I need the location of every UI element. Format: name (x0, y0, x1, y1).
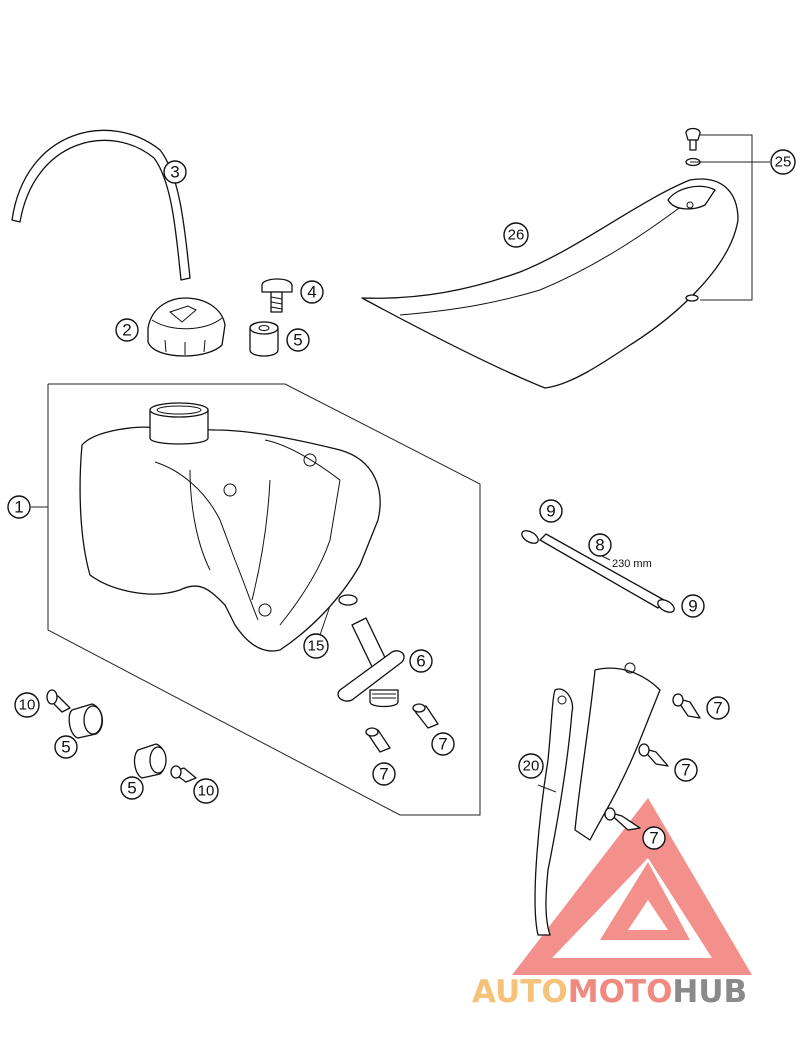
callout-1: 1 (7, 495, 31, 519)
mount-bolt-middle (170, 765, 197, 783)
svg-text:2: 2 (122, 321, 131, 340)
callout-10-left: 10 (14, 692, 40, 718)
spoiler-screw-c (604, 807, 641, 831)
svg-text:15: 15 (308, 638, 325, 655)
callout-10-middle: 10 (193, 778, 219, 804)
svg-text:1: 1 (14, 498, 23, 517)
svg-text:8: 8 (595, 536, 604, 555)
svg-text:7: 7 (649, 829, 658, 848)
callout-7-spoiler-a: 7 (706, 696, 730, 720)
svg-text:25: 25 (775, 154, 792, 171)
callout-9-bottom: 9 (681, 594, 705, 618)
callout-7-spoiler-b: 7 (674, 758, 698, 782)
svg-text:7: 7 (713, 699, 722, 718)
callout-2: 2 (115, 318, 139, 342)
svg-text:3: 3 (170, 163, 179, 182)
spoiler-screw-a (672, 693, 701, 719)
callout-9-top: 9 (539, 499, 563, 523)
fuel-tank (79, 402, 381, 652)
hose-clamp-top (521, 530, 539, 544)
seat (361, 178, 739, 389)
tank-screw-b (365, 727, 391, 753)
leader-lines (31, 134, 770, 793)
watermark-logo (512, 798, 752, 975)
o-ring (338, 594, 358, 606)
callout-6: 6 (409, 649, 433, 673)
callout-5-middle: 5 (120, 776, 144, 800)
svg-text:9: 9 (546, 502, 555, 521)
fuel-breather-hose (11, 129, 191, 281)
callout-26: 26 (503, 222, 529, 248)
spacer-bushing-middle (133, 743, 167, 779)
svg-text:7: 7 (681, 761, 690, 780)
fuel-tap (337, 617, 405, 708)
svg-text:4: 4 (307, 283, 316, 302)
hose-clamp-bottom (657, 599, 675, 613)
svg-text:6: 6 (416, 652, 425, 671)
svg-text:5: 5 (293, 331, 302, 350)
seat-fixing-bolt (685, 127, 701, 167)
spacer-bushing-top (249, 321, 279, 357)
svg-text:9: 9 (688, 597, 697, 616)
svg-text:10: 10 (19, 697, 36, 714)
fuel-cap (147, 297, 226, 357)
tank-screw-a (412, 703, 439, 729)
callout-3: 3 (163, 160, 187, 184)
svg-text:7: 7 (379, 765, 388, 784)
callout-15: 15 (303, 633, 329, 659)
callout-5-left: 5 (54, 735, 78, 759)
spacer-bushing-left (68, 703, 103, 739)
callout-7-spoiler-c: 7 (642, 826, 666, 850)
svg-text:10: 10 (198, 783, 215, 800)
tank-assembly-frame (47, 383, 481, 816)
svg-text:7: 7 (438, 735, 447, 754)
callout-4: 4 (300, 280, 324, 304)
callout-25: 25 (770, 149, 796, 175)
spoiler-screw-b (638, 743, 669, 767)
svg-text:26: 26 (508, 227, 525, 244)
seat-bolt (261, 278, 293, 313)
tank-spoiler (534, 662, 661, 936)
callout-7-tank-b: 7 (372, 762, 396, 786)
callout-7-tank-a: 7 (431, 732, 455, 756)
callout-5: 5 (286, 328, 310, 352)
svg-text:20: 20 (523, 758, 540, 775)
hose-length-label: 230 mm (612, 558, 652, 570)
callout-8: 8 (588, 533, 612, 557)
svg-text:5: 5 (61, 738, 70, 757)
mount-bolt-left (46, 689, 71, 713)
callout-20: 20 (518, 753, 544, 779)
watermark-text: AUTOMOTOHUB (472, 974, 747, 1010)
svg-text:5: 5 (127, 779, 136, 798)
